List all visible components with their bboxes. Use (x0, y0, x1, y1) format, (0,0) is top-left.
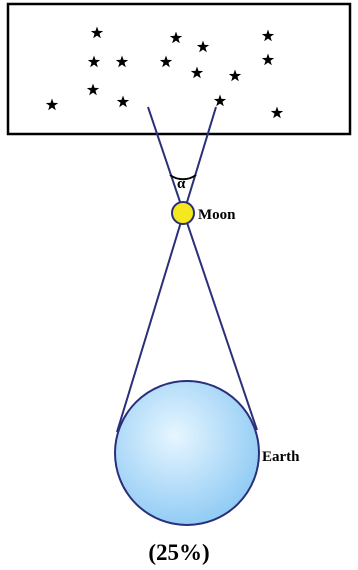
earth (114, 380, 260, 526)
star-icon (261, 29, 275, 42)
star-icon (116, 95, 130, 108)
star-icon (196, 40, 210, 53)
star-icon (45, 98, 59, 111)
star-icon (261, 53, 275, 66)
star-icon (190, 66, 204, 79)
star-icon (169, 31, 183, 44)
star-field (45, 26, 284, 119)
caption: (25%) (148, 540, 209, 565)
star-icon (90, 26, 104, 39)
earth-label: Earth (262, 449, 300, 465)
star-icon (87, 55, 101, 68)
angle-arc (169, 174, 197, 181)
moon-label: Moon (198, 207, 236, 223)
star-icon (228, 69, 242, 82)
alpha-label: α (177, 176, 186, 192)
moon (171, 201, 195, 225)
sight-line-left (147, 106, 258, 431)
star-icon (115, 55, 129, 68)
star-icon (86, 83, 100, 96)
star-icon (159, 55, 173, 68)
sight-line-right (116, 106, 217, 433)
star-icon (270, 106, 284, 119)
star-field-box (6, 2, 352, 136)
star-icon (213, 94, 227, 107)
